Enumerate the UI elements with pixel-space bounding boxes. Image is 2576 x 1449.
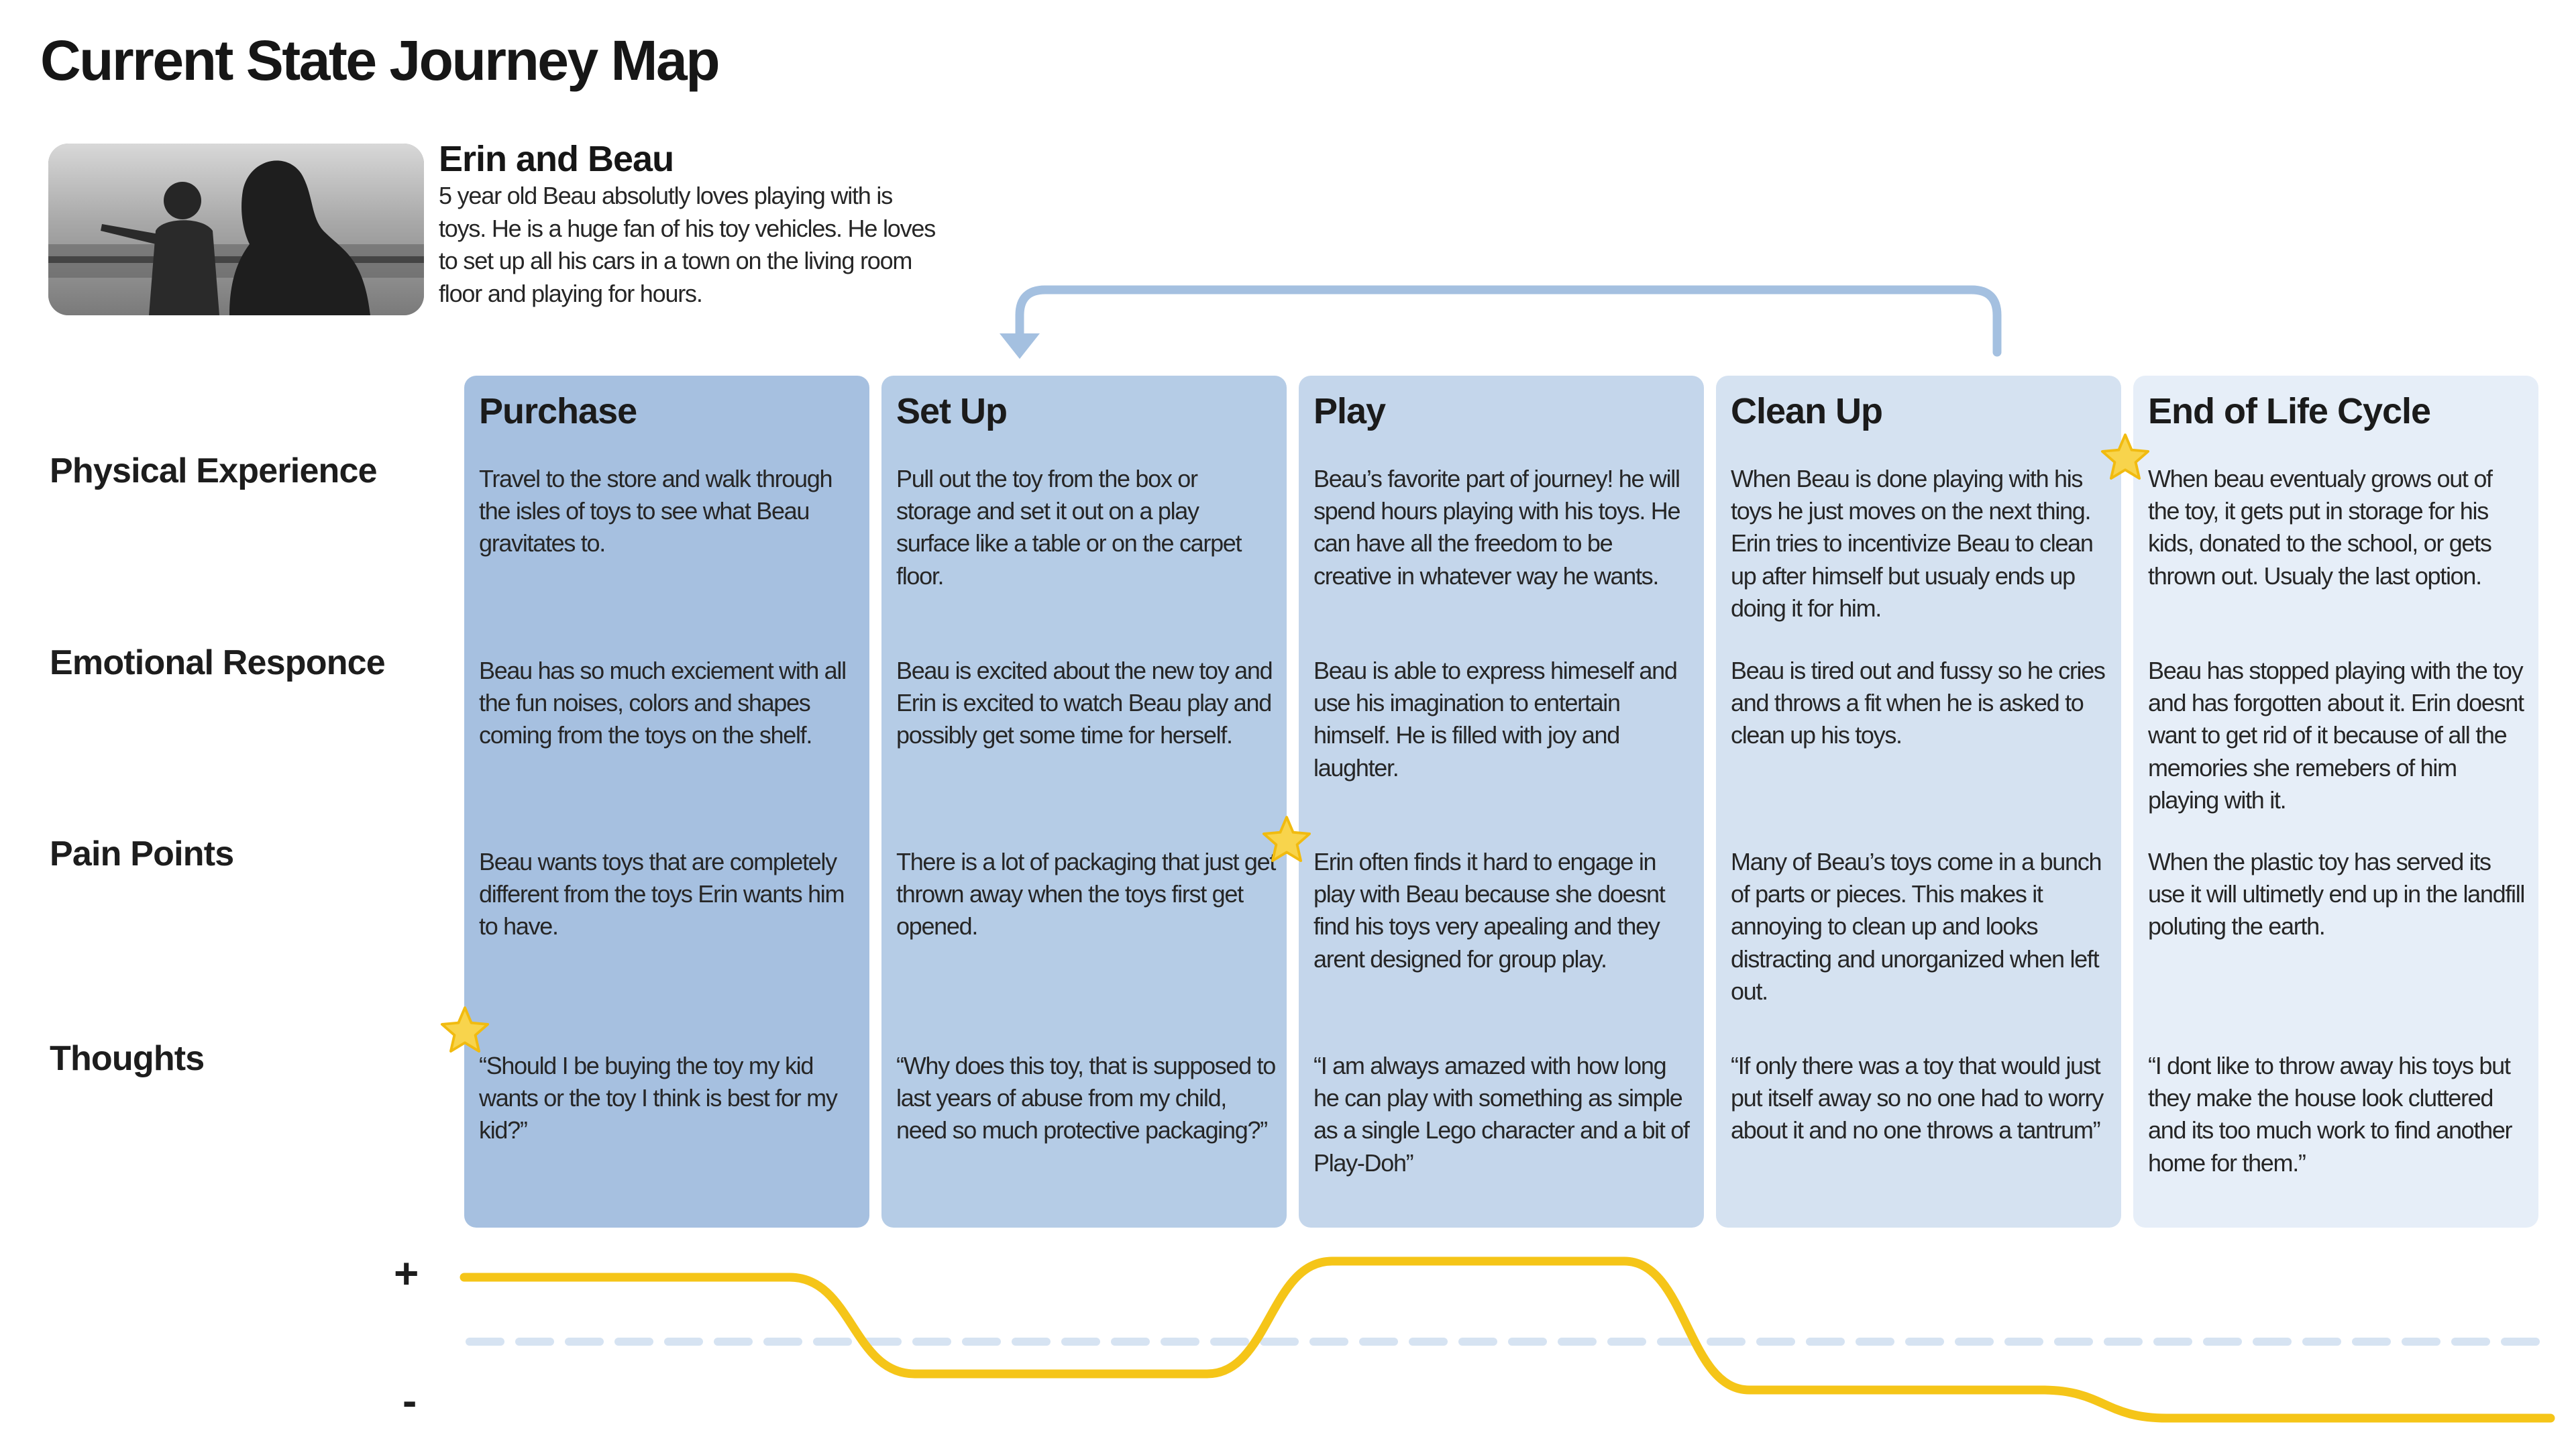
emotional-response-cell: Beau has stopped playing with the toy an… [2148,657,2524,814]
physical-experience-cell: Beau’s favorite part of journey! he will… [1313,465,1681,590]
row-label-thoughts: Thoughts [50,1039,205,1078]
negative-sign: - [402,1377,417,1425]
thoughts-cell: “I am always amazed with how long he can… [1313,1052,1690,1177]
positive-sign: + [394,1249,419,1297]
stage-title: Purchase [479,391,637,431]
thoughts-cell: “Why does this toy, that is supposed to … [896,1052,1276,1144]
pain-points-cell: Erin often finds it hard to engage in pl… [1313,848,1666,973]
stage-column-play: Play Beau’s favorite part of journey! he… [1299,376,1704,1228]
thoughts-cell: “If only there was a toy that would just… [1731,1052,2104,1144]
stage-column-end-of-life-cycle: End of Life Cycle When beau eventualy gr… [2133,376,2538,1228]
row-label-physical-experience: Physical Experience [50,451,378,490]
emotional-response-cell: Beau has so much exciement with all the … [479,657,847,749]
persona-name: Erin and Beau [439,139,674,179]
pain-points-cell: There is a lot of packaging that just ge… [896,848,1276,941]
stage-column-purchase: Purchase Travel to the store and walk th… [464,376,869,1228]
emotional-response-cell: Beau is excited about the new toy and Er… [896,657,1273,749]
stage-column-set-up: Set Up Pull out the toy from the box or … [881,376,1287,1228]
physical-experience-cell: Pull out the toy from the box or storage… [896,465,1242,590]
physical-experience-cell: When beau eventualy grows out of the toy… [2148,465,2493,590]
stage-title: Set Up [896,391,1008,431]
page-title: Current State Journey Map [40,29,720,92]
physical-experience-cell: When Beau is done playing with his toys … [1731,465,2094,622]
emotion-curve [460,1256,2555,1423]
thoughts-cell: “I dont like to throw away his toys but … [2148,1052,2513,1177]
emotional-response-cell: Beau is tired out and fussy so he cries … [1731,657,2106,749]
stage-column-clean-up: Clean Up When Beau is done playing with … [1716,376,2121,1228]
star-icon [2099,433,2151,485]
row-label-emotional-response: Emotional Responce [50,643,386,682]
row-label-pain-points: Pain Points [50,835,234,873]
pain-points-cell: Beau wants toys that are completely diff… [479,848,845,941]
stage-title: End of Life Cycle [2148,391,2431,431]
stage-title: Play [1313,391,1386,431]
emotional-response-cell: Beau is able to express himeself and use… [1313,657,1678,782]
pain-points-cell: When the plastic toy has served its use … [2148,848,2525,941]
star-icon [439,1006,491,1058]
persona-bio: 5 year old Beau absolutly loves playing … [439,182,936,307]
stage-title: Clean Up [1731,391,1883,431]
star-icon [1260,815,1313,867]
thoughts-cell: “Should I be buying the toy my kid wants… [479,1052,838,1144]
pain-points-cell: Many of Beau’s toys come in a bunch of p… [1731,848,2102,1005]
physical-experience-cell: Travel to the store and walk through the… [479,465,833,557]
persona-photo [48,144,424,315]
